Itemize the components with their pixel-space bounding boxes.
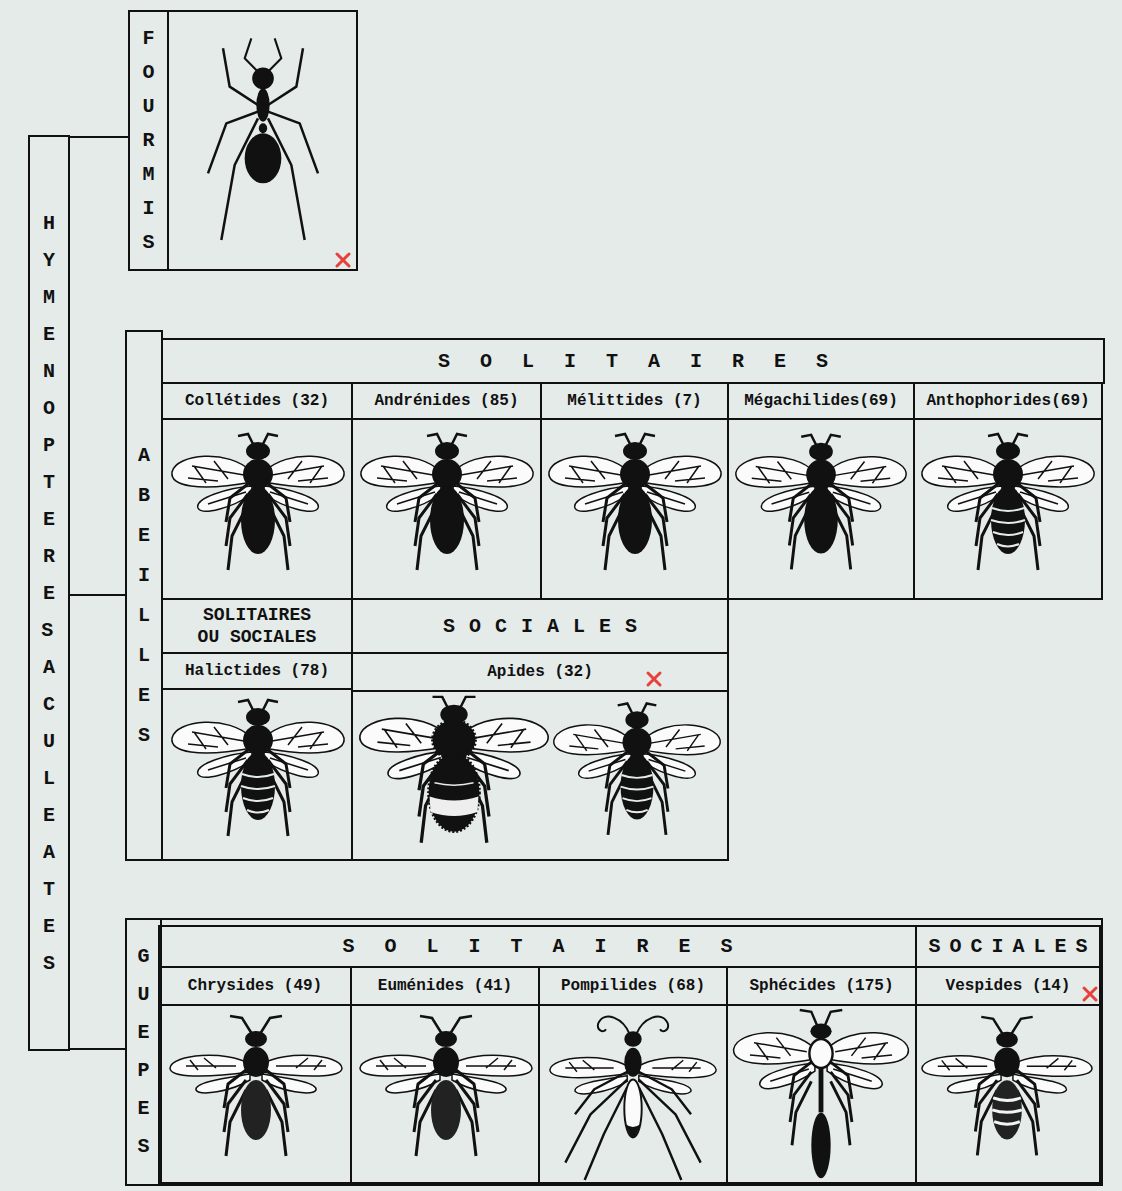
family-name: Euménides (41) [378,977,512,995]
category-label: SOLITAIRES [312,935,762,958]
bee-illustration [172,434,344,570]
family-cell: Chrysides (49) [158,966,352,1184]
family-heading-row: Anthophorides(69) [915,384,1101,420]
family-name: Pompilides (68) [561,977,705,995]
category-header: SOLITAIRES OU SOCIALES [161,598,353,654]
family-heading-row: Mégachilides(69) [729,384,913,420]
family-name: Mégachilides(69) [744,392,898,410]
bumblebee-illustration [360,697,548,843]
category-header: SOLITAIRES [161,338,1105,384]
red-cross-mark [648,673,660,685]
wasp-illustration [170,1016,342,1156]
label-column: GUEPES [127,920,162,1184]
family-name: Halictides (78) [185,662,329,680]
bracket-connector [70,136,128,138]
family-name: Vespides (14) [946,977,1071,995]
family-cell: Mégachilides(69) [727,382,915,600]
bracket-connector [70,1048,125,1050]
family-cell: Halictides (78) [161,652,353,861]
family-cell: Pompilides (68) [538,966,728,1184]
category-header: SOLITAIRES [158,925,917,968]
red-cross-mark [1084,988,1096,1000]
family-heading-row: Halictides (78) [163,654,351,690]
family-name: Mélittides (7) [567,392,701,410]
family-cell: Sphécides (175) [726,966,917,1184]
family-name: Collétides (32) [185,392,329,410]
label-column: ABEILLES [125,330,163,861]
family-heading-row: Andrénides (85) [353,384,540,420]
group-band: HYMENOPTERES ACULEATES [28,135,70,1051]
category-label: SOLITAIRES OU SOCIALES [195,604,320,648]
red-cross-mark [337,254,349,266]
family-name: Anthophorides(69) [926,392,1089,410]
group-box: ABEILLES SOLITAIRES Collétides (32) Andréni… [125,330,1103,861]
vertical-label: ABEILLES [136,436,152,756]
honeybee-illustration [554,703,720,834]
vertical-label: GUEPES [136,938,152,1166]
family-name: Sphécides (175) [749,977,893,995]
family-heading-row: Pompilides (68) [540,968,726,1006]
family-cell: Vespides (14) [915,966,1101,1184]
category-label: SOCIALES [429,615,651,638]
bee-illustration [361,434,533,570]
group-box: FOURMIS [128,10,358,271]
family-heading-row: Sphécides (175) [728,968,915,1006]
family-heading-row: Mélittides (7) [542,384,727,420]
bracket-connector [70,594,125,596]
label-column: FOURMIS [130,12,169,269]
family-name: Apides (32) [487,663,593,681]
bee-illustration [172,700,344,836]
bee-illustration [736,435,906,569]
category-header: SOCIALES [915,925,1101,968]
family-heading-row: Vespides (14) [917,968,1099,1006]
category-label: SOCIALES [919,935,1096,958]
family-heading-row: Collétides (32) [163,384,351,420]
category-label: SOLITAIRES [408,350,858,373]
family-cell: Euménides (41) [350,966,540,1184]
wasp-illustration [550,1017,716,1180]
family-name: Chrysides (49) [188,977,322,995]
bee-illustration [549,434,721,570]
wasp-illustration [922,1017,1092,1155]
group-box: GUEPES SOLITAIRES Chrysides (49) Euménides … [125,918,1103,1186]
wasp-illustration [734,1010,909,1178]
family-cell: Andrénides (85) [351,382,542,600]
family-cell: Collétides (32) [161,382,353,600]
bee-illustration [922,434,1094,570]
family-heading-row: Apides (32) [353,654,727,692]
family-cell: Apides (32) [351,652,729,861]
family-name: Andrénides (85) [374,392,518,410]
ant-illustration [208,38,318,240]
wasp-illustration [360,1016,532,1156]
category-header: SOCIALES [351,598,729,654]
family-cell: Anthophorides(69) [913,382,1103,600]
vertical-label: FOURMIS [141,22,157,260]
family-heading-row: Euménides (41) [352,968,538,1006]
family-heading-row: Chrysides (49) [160,968,350,1006]
family-cell: Mélittides (7) [540,382,729,600]
vertical-label: HYMENOPTERES ACULEATES [41,205,57,982]
